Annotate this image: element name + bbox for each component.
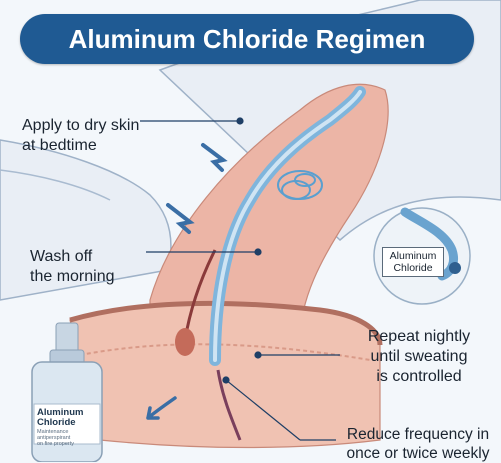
- dermis-layer: [79, 343, 371, 361]
- epidermis-layer: [69, 300, 383, 346]
- arrow-down-right-2: [166, 203, 195, 234]
- arrow-down-right-1: [201, 143, 228, 172]
- gland-coil: [277, 170, 323, 200]
- inset-label: Aluminum Chloride: [382, 247, 444, 277]
- sweat-duct-core: [213, 90, 362, 362]
- bottle-icon: [31, 322, 103, 462]
- callout-reduce: Reduce frequency in once or twice weekly: [346, 426, 490, 462]
- callout-apply: Apply to dry skin at bedtime: [22, 117, 140, 154]
- follicle-bulb: [175, 328, 195, 356]
- arrow-down-left: [146, 396, 177, 420]
- title-banner: Aluminum Chloride Regimen: [20, 14, 474, 64]
- bottle-sublabel: Maintenance antiperspirant on fire prope…: [37, 429, 74, 447]
- lower-duct: [216, 369, 242, 441]
- underarm-skin: [149, 83, 389, 341]
- inset-duct: [400, 207, 459, 281]
- inset-plug: [449, 262, 461, 274]
- chest-outline: [0, 169, 111, 201]
- leader-lines: [140, 117, 340, 441]
- bottle-label: Aluminum Chloride: [37, 407, 84, 428]
- skin-cross-section: [69, 302, 381, 449]
- callout-wash: Wash off the morning: [30, 248, 115, 285]
- callout-repeat: Repeat nightly until sweating is control…: [367, 328, 471, 385]
